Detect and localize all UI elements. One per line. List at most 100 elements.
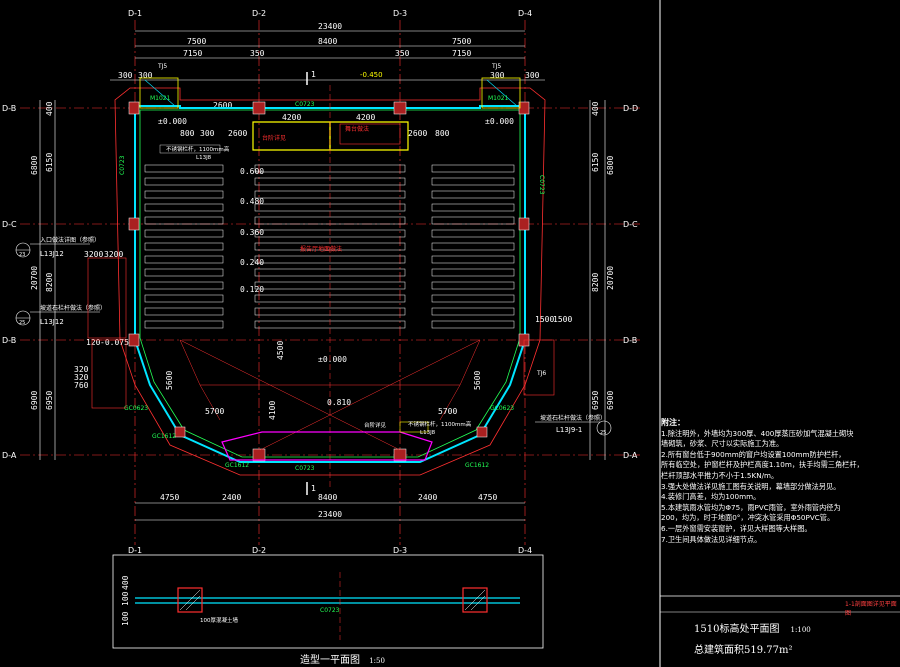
steps-left [91, 339, 127, 409]
elev-outside: -0.450 [360, 71, 383, 79]
axis-label: D-C [623, 220, 638, 229]
ref-c-code: L13J9-1 [556, 426, 582, 434]
dim-right: 6900 [606, 391, 615, 410]
bottom-dim-lines [135, 502, 525, 521]
dim-top: 300 [118, 71, 133, 80]
dim-small-right: 1500 [553, 315, 572, 324]
notes-panel: 附注： 1.除注明外，外墙均为300厚、400厚蒸压砂加气混凝土砌块 墙砌筑，砂… [661, 418, 897, 545]
detail-column-left [177, 587, 203, 613]
note-line: 7.卫生间具体做法见详细节点。 [661, 534, 762, 544]
elev-row: 0.240 [240, 258, 264, 267]
axis-label: D-B [2, 104, 16, 113]
title-block: 1510标高处平面图 1:100 总建筑面积519.77m² [694, 617, 811, 656]
left-dim-lines [39, 100, 56, 460]
wall-code: GC1612 [152, 433, 176, 440]
dim-inner: 800 [435, 129, 450, 138]
top-dimension-lines [110, 30, 545, 81]
note-line: 6.一层外窗需安装窗护，详见大样图等大样图。 [661, 523, 812, 533]
ramp-left [87, 257, 127, 339]
detail-code: C0723 [320, 607, 340, 614]
detail-scale: 1:50 [369, 657, 385, 665]
wall-code: GC0623 [124, 405, 148, 412]
center-note: 报告厅地面做法 [300, 245, 342, 253]
dim-mid: 5700 [438, 407, 457, 416]
axis-label: D-1 [128, 546, 142, 555]
dim-left: 6800 [30, 156, 39, 175]
dim-inner: 300 [200, 129, 215, 138]
notes-title: 附注： [661, 418, 685, 427]
red-note: 1-1剖面图详见平面图 [845, 601, 897, 617]
note-line: 4.装修门高差，均为100mm。 [661, 492, 761, 502]
dim-bottom: 2400 [418, 493, 437, 502]
stair-top-right [481, 77, 521, 109]
detail-dim: 400 [121, 575, 130, 590]
axis-label: D-4 [518, 9, 532, 18]
dim-mid: 5600 [473, 371, 482, 390]
section-mark-bottom: 1 [311, 484, 316, 493]
code-top: C0723 [295, 101, 315, 108]
note-line: 2.所有窗台低于900mm的窗户均设置100mm防护栏杆， [661, 449, 846, 459]
dim-top: 7500 [452, 37, 471, 46]
ref-b-num: 25 [19, 320, 25, 326]
axis-label: D-B [623, 336, 637, 345]
rail-note-bottom: 不锈钢栏杆，1100mm高 [408, 420, 472, 428]
detail-title-text: 造型一平面图 [300, 655, 360, 666]
axis-label: D-A [2, 451, 17, 460]
axis-bubbles-right: D-D D-C D-B D-A [623, 104, 638, 460]
wall-code: GC1612 [465, 462, 489, 469]
wall-code: GC1612 [225, 462, 249, 469]
detail-frame [112, 554, 544, 649]
rail-code-top: L13J8 [196, 155, 212, 161]
stair-note-b: 台阶详见 [364, 421, 387, 429]
elev-top-left: ±0.000 [158, 117, 187, 126]
note-line: 栏杆顶部水平推力不小于1.5KN/m。 [661, 470, 779, 480]
axis-bubbles-top: D-1 D-2 D-3 D-4 [128, 9, 532, 18]
dim-inner: 2600 [228, 129, 247, 138]
dim-top-total: 23400 [318, 22, 342, 31]
axis-label: D-A [623, 451, 638, 460]
ref-c-num: 25 [600, 430, 606, 436]
note-line: 1.除注明外，外墙均为300厚、400厚蒸压砂加气混凝土砌块 [661, 428, 854, 438]
stair-note: 台阶详见 [262, 134, 286, 142]
wall-code: GC0623 [490, 405, 514, 412]
inner-wall-cyan [134, 105, 526, 463]
dim-mid: 4100 [268, 401, 277, 420]
ref-c-text: 坡道石栏杆做法（参照） [540, 414, 606, 422]
ref-right-c: 坡道石栏杆做法（参照） L13J9-1 25 [535, 414, 612, 436]
dim-bottom: 4750 [478, 493, 497, 502]
inner-wall-green [139, 109, 521, 458]
door-code: M1021 [150, 95, 171, 102]
elev-lower-left: -0.075 [100, 338, 129, 347]
section-mark-top: 1 [311, 70, 316, 79]
axis-label: D-2 [252, 546, 266, 555]
axis-label: D-D [623, 104, 638, 113]
dim-right: 6800 [606, 156, 615, 175]
detail-dim: 100 [121, 591, 130, 606]
dim-left: 8200 [45, 273, 54, 292]
code-bottom: C0723 [295, 465, 315, 472]
dim-top: 300 [138, 71, 153, 80]
outer-wall-outline [114, 87, 546, 476]
ref-b-code: L13J12 [40, 318, 64, 326]
elev-row: 0.360 [240, 228, 264, 237]
axis-bubbles-left: D-B D-C D-B D-A [2, 104, 17, 460]
elev-row: 0.480 [240, 197, 264, 206]
dim-top: 300 [490, 71, 505, 80]
dim-small-left: 120 [86, 338, 101, 347]
ref-a-num: 23 [19, 252, 25, 258]
dim-top: 7150 [183, 49, 202, 58]
dim-left: 6150 [45, 153, 54, 172]
dim-left: 6950 [45, 391, 54, 410]
dim-bottom: 2400 [222, 493, 241, 502]
drain-code: TJ5 [491, 63, 501, 70]
dim-top: 300 [525, 71, 540, 80]
dim-mid: 5600 [165, 371, 174, 390]
note-line: 200，均为，时于地面0°，冲突水管采用Φ50PVC管。 [661, 513, 835, 523]
axis-label: D-1 [128, 9, 142, 18]
columns [128, 101, 530, 462]
drain-code: TJ5 [157, 63, 167, 70]
rail-note-top: 不锈钢栏杆，1100mm高 [166, 145, 230, 153]
ref-a-code: L13J12 [40, 250, 64, 258]
note-line: 5.本建筑雨水管均为Φ75，雨PVC雨管，室外雨管内径为 [661, 502, 841, 512]
stage-note: 舞台做法 [345, 125, 369, 133]
